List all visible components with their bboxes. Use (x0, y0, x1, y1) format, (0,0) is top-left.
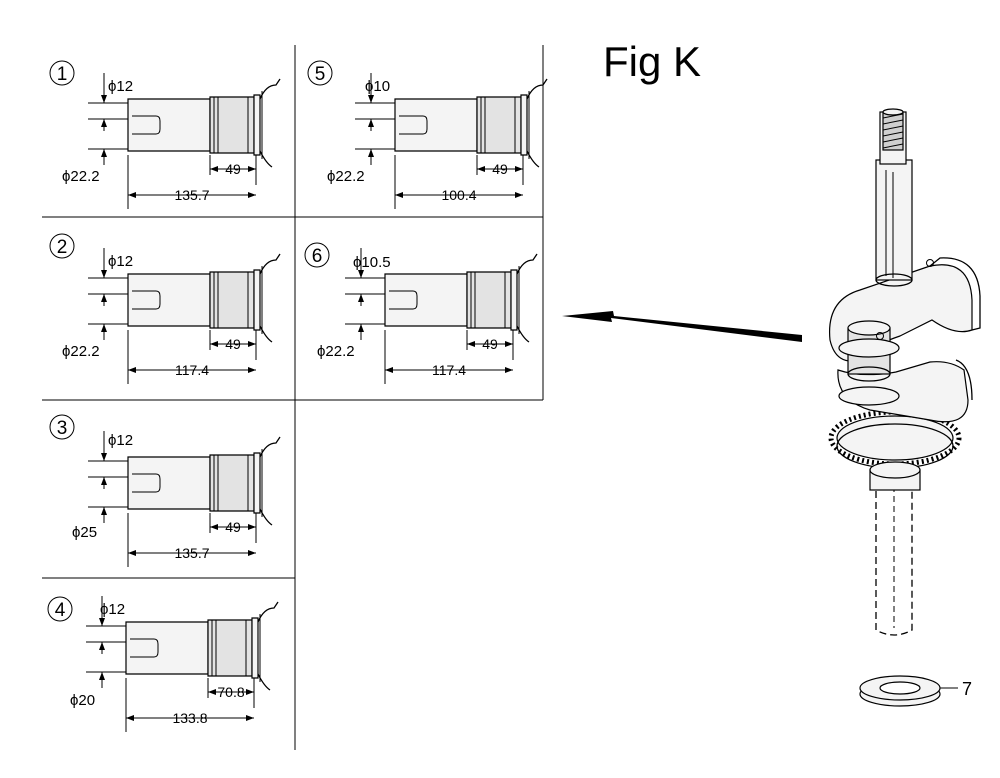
figure-title: Fig K (603, 38, 701, 85)
variant-number: 2 (57, 237, 68, 258)
large-diameter-label: ϕ25 (72, 524, 97, 541)
total-length-label: 133.8 (172, 710, 207, 726)
step-length-label: 49 (225, 336, 241, 352)
small-diameter-label: ϕ12 (108, 78, 133, 95)
small-diameter-label: ϕ10 (365, 78, 390, 95)
small-diameter-label: ϕ12 (108, 432, 133, 449)
step-length-label: 49 (482, 336, 498, 352)
small-diameter-label: ϕ12 (108, 253, 133, 270)
variant-number-badge (49, 60, 75, 86)
large-diameter-label: ϕ22.2 (327, 168, 365, 185)
step-length-label: 70.8 (217, 684, 244, 700)
variant-number: 5 (315, 64, 326, 85)
variant-cell-2: 2 ϕ12 ϕ22.2 49 117.4 (49, 233, 281, 385)
variant-number-badge (49, 414, 75, 440)
step-length-label: 49 (225, 519, 241, 535)
crankshaft-illustration (828, 108, 981, 707)
part-number-label: 7 (962, 679, 972, 699)
variant-number-badge (307, 60, 333, 86)
total-length-label: 117.4 (175, 362, 209, 378)
variant-cell-3: 3 ϕ12 ϕ25 49 135.7 (49, 414, 281, 568)
variant-number-badge (47, 596, 73, 622)
variant-number: 1 (57, 64, 68, 85)
variant-cell-1: 1 ϕ12 ϕ22.2 49 135.7 (49, 60, 281, 210)
variant-number-badge (304, 242, 330, 268)
step-length-label: 49 (492, 161, 508, 177)
total-length-label: 117.4 (432, 362, 466, 378)
variant-cell-5: 5 ϕ10 ϕ22.2 49 100.4 (307, 60, 548, 210)
small-diameter-label: ϕ12 (100, 601, 125, 618)
variant-cell-6: 6 ϕ10.5 ϕ22.2 49 117.4 (304, 242, 538, 385)
pointer-arrow (562, 311, 802, 342)
step-length-label: 49 (225, 161, 241, 177)
total-length-label: 135.7 (174, 545, 209, 561)
variant-number-badge (49, 233, 75, 259)
total-length-label: 135.7 (174, 187, 209, 203)
variant-number: 4 (55, 600, 66, 621)
large-diameter-label: ϕ20 (70, 692, 95, 709)
large-diameter-label: ϕ22.2 (62, 168, 100, 185)
small-diameter-label: ϕ10.5 (353, 254, 391, 271)
variant-number: 3 (57, 418, 68, 439)
variant-cell-4: 4 ϕ12 ϕ20 70.8 133.8 (47, 595, 279, 733)
variant-grid-frame (42, 45, 544, 750)
variant-number: 6 (312, 246, 323, 267)
large-diameter-label: ϕ22.2 (62, 343, 100, 360)
large-diameter-label: ϕ22.2 (317, 343, 355, 360)
total-length-label: 100.4 (441, 187, 476, 203)
